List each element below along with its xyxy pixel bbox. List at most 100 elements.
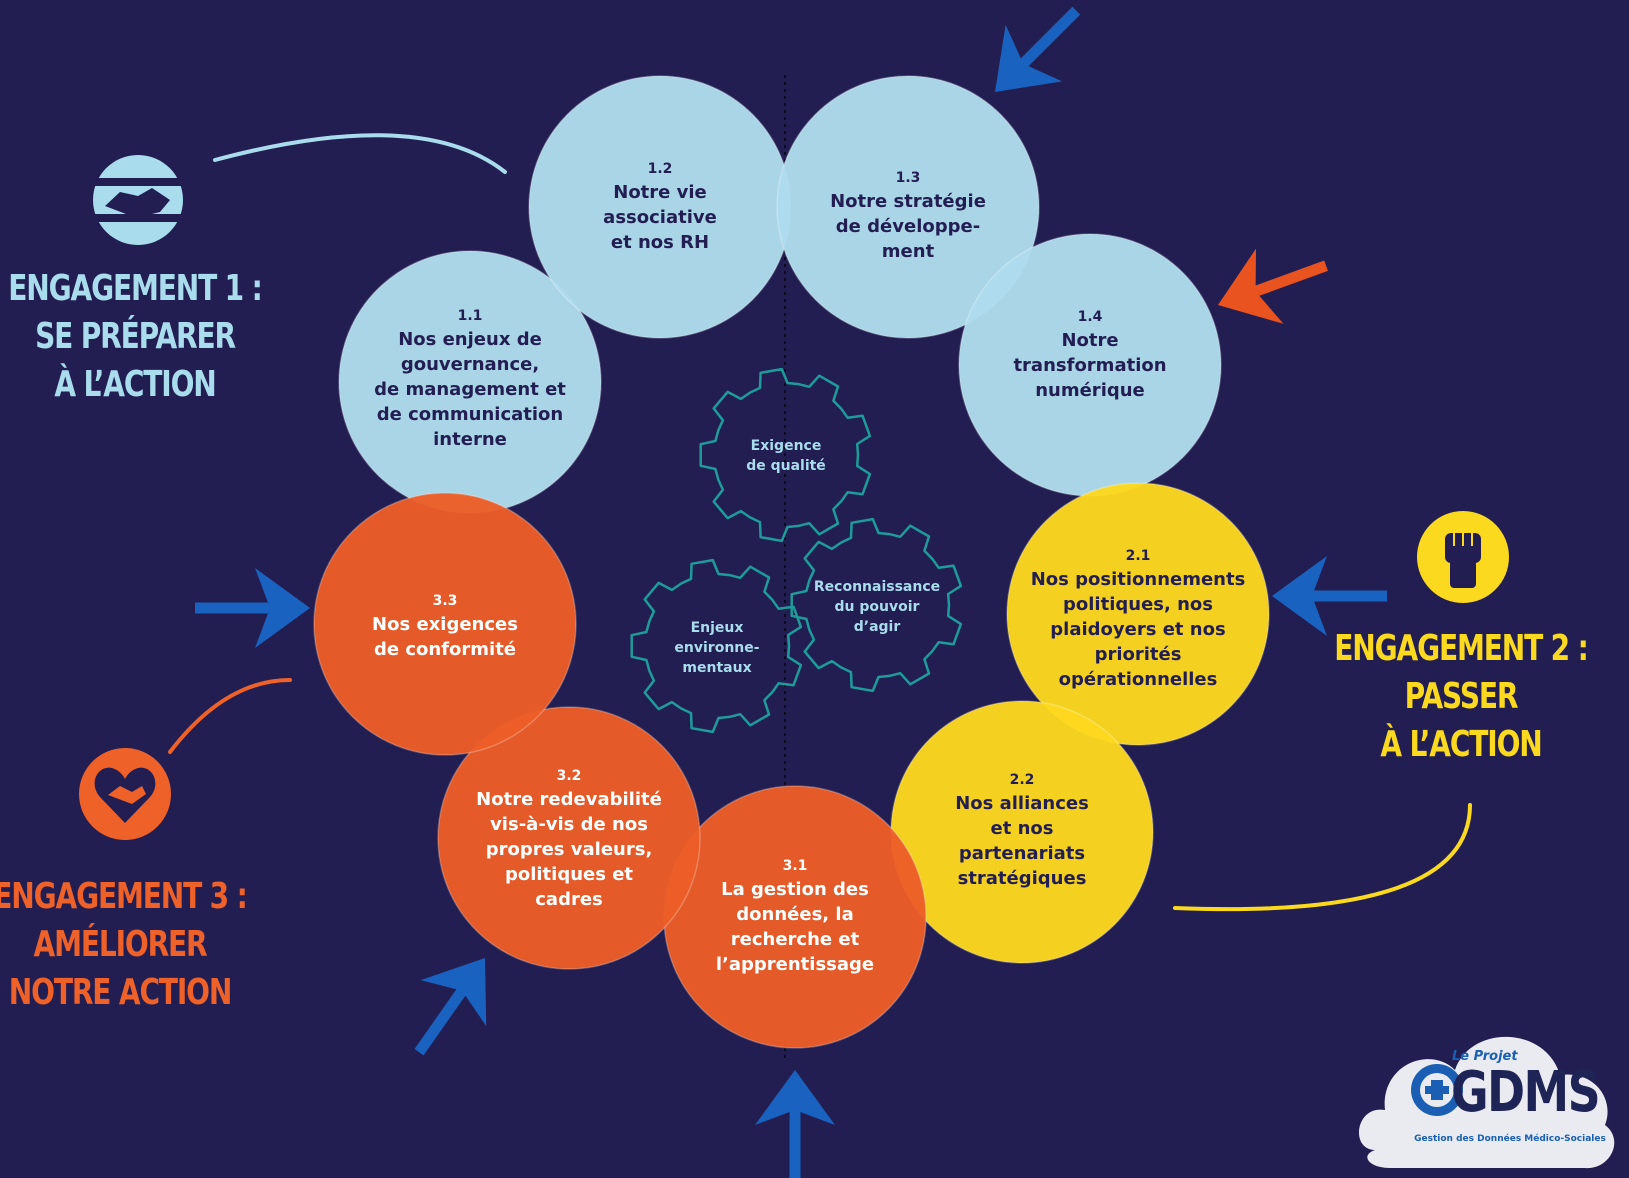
gear-icon [630,558,803,734]
engagement-1-line: SE PRÉPARER [35,316,236,357]
topic-label-line: opérationnelles [1058,669,1218,690]
topic-number: 1.1 [457,308,483,324]
arrows-layer [195,6,1387,1178]
handshake-icon [90,155,186,245]
heart-handshake-icon [79,748,171,840]
engagement-3-line: AMÉLIORER [33,924,208,965]
gears-layer [630,367,963,734]
engagement-2-line: ENGAGEMENT 2 : [1334,628,1589,669]
arrow-to-1-3 [995,6,1081,92]
topic-number: 1.2 [647,161,673,177]
logo-subtitle: Gestion des Données Médico-Sociales [1414,1134,1606,1144]
topic-number: 1.3 [895,170,921,186]
gear-label-line: du pouvoir [834,599,920,615]
arrow-to-3-2 [414,958,487,1056]
gear-icon [790,517,963,693]
topic-label-line: Nos positionnements [1030,569,1246,590]
topic-number: 1.4 [1077,309,1103,325]
topic-label-line: associative [603,207,717,228]
arrow-to-1-4 [1218,248,1328,324]
topic-number: 2.1 [1125,548,1151,564]
engagement-3-line: NOTRE ACTION [8,972,233,1013]
topic-label-line: de communication [376,404,564,425]
engagement1-connector [213,133,507,174]
topic-number: 3.2 [556,768,582,784]
topic-label-line: Nos exigences [372,614,518,635]
topic-circle-3-3 [313,492,577,756]
topic-circle-1-3 [776,75,1040,339]
arrow-to-3-3 [195,568,310,648]
topic-label-line: Notre stratégie [830,191,986,212]
topic-label-line: Notre [1061,330,1119,351]
engagement-1-line: ENGAGEMENT 1 : [8,268,263,309]
gear-label-line: de qualité [746,458,826,474]
topic-label-line: données, la [736,904,854,925]
gdms-logo [1358,1036,1615,1169]
topic-label-line: et nos [990,818,1054,839]
engagement-3-line: ENGAGEMENT 3 : [0,876,248,917]
gear-label-line: mentaux [682,660,752,676]
logo-top-text: Le Projet [1452,1049,1518,1064]
topic-label-line: interne [433,429,507,450]
topic-label-line: politiques, nos [1063,594,1213,615]
topic-label-line: numérique [1035,380,1145,401]
engagement-2-line: PASSER [1404,676,1519,717]
topic-label-line: politiques et [504,864,634,885]
gear-label: Exigence de qualité [716,436,856,476]
topic-label-line: priorités [1094,644,1182,665]
topic-text-3-1: 3.1 La gestion des données, la recherche et… [685,855,905,977]
topic-label-line: ment [881,241,935,262]
topic-label-line: Nos enjeux de [398,329,542,350]
topic-label-line: stratégiques [957,868,1087,889]
engagement-2-title: ENGAGEMENT 2 : PASSER À L’ACTION [1332,625,1589,769]
circles-layer [313,75,1270,1049]
topic-label-line: cadres [535,889,603,910]
topic-circle-3-2 [437,706,701,970]
gear-label: Enjeux environne-mentaux [647,618,787,678]
gear-label-line: environne- [674,640,760,656]
topic-label-line: partenariats [958,843,1086,864]
topic-label-line: recherche et [730,929,860,950]
logo-name: GDMS [1451,1060,1601,1125]
topic-label-line: gouvernance, [400,354,540,375]
gear-label-line: Reconnaissance [813,579,941,595]
topic-label-line: vis-à-vis de nos [490,814,648,835]
engagement-1-line: À L’ACTION [54,364,216,405]
gear-label-line: Enjeux [690,620,744,636]
gear-icon [699,367,872,543]
raised-fist-icon [1417,511,1509,603]
topic-label-line: propres valeurs, [485,839,653,860]
engagement-1-title: ENGAGEMENT 1 : SE PRÉPARER À L’ACTION [6,265,263,409]
arrow-to-2-1 [1272,556,1387,636]
topic-label-line: Nos alliances [955,793,1089,814]
topic-label-line: de management et [374,379,566,400]
topic-number: 3.1 [782,858,808,874]
topic-label-line: de conformité [373,639,517,660]
topic-label-line: Notre vie [613,182,707,203]
topic-label-line: de développe- [835,216,981,237]
engagement-2-line: À L’ACTION [1380,724,1542,765]
topic-label-line: plaidoyers et nos [1050,619,1226,640]
topic-label-line: l’apprentissage [715,954,875,975]
topic-label-line: Notre redevabilité [476,789,662,810]
topic-number: 2.2 [1009,772,1035,788]
topic-label-line: et nos RH [610,232,710,253]
topic-number: 3.3 [432,593,458,609]
engagement-3-title: ENGAGEMENT 3 : AMÉLIORER NOTRE ACTION [0,873,249,1017]
engagement2-connector [1173,803,1472,912]
topic-label-line: transformation [1013,355,1167,376]
gear-label-line: Exigence [750,438,822,454]
topic-label-line: La gestion des [721,879,869,900]
arrow-to-3-1 [755,1070,835,1178]
engagement3-connector [168,678,292,754]
